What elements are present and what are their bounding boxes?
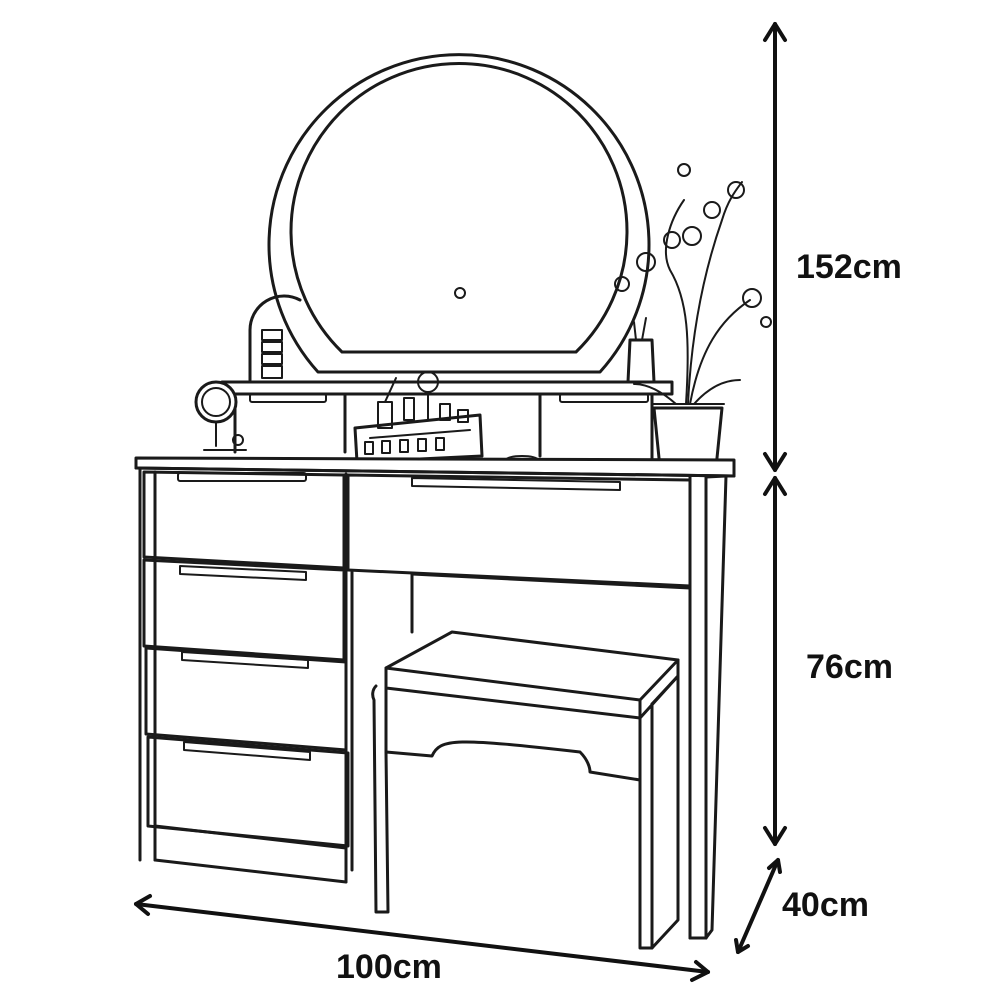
drawer-4-handle[interactable] [183,741,311,761]
stool [371,630,680,950]
arrow-head [767,858,782,874]
width-label: 100cm [336,948,442,986]
cosmetics-organizer [353,371,484,464]
arrow-head [134,894,152,916]
arrow-head [690,960,710,982]
orchid-plant [614,163,772,470]
center-drawer-handle[interactable] [411,477,621,491]
tabletop [134,456,736,478]
drawer-cabinet [138,466,350,884]
drawer-4[interactable] [146,735,350,848]
arrow-head [763,476,787,496]
stool-cushion [384,630,680,702]
back-panel-top [410,572,692,590]
arrow-head [734,938,750,954]
depth-arrow [736,858,780,954]
total-height-label: 152cm [796,248,902,286]
brush-cup [626,317,656,384]
right-leg-panel [688,474,728,940]
mirror [267,53,651,374]
drawer-3-handle[interactable] [181,651,309,669]
depth-label: 40cm [782,886,869,924]
touch-button-icon [454,287,466,299]
drawer-1-handle[interactable] [177,472,307,482]
arrow-head [763,452,787,472]
hutch-handle-right [559,393,649,403]
drawer-2[interactable] [142,558,346,662]
arrow-head [763,22,787,42]
dimension-arrows [134,22,787,982]
table-height-label: 76cm [806,648,893,686]
shelf-left [248,294,302,382]
drawer-1[interactable] [142,470,346,570]
makeup-mirror [194,380,247,451]
center-drawer[interactable] [346,473,692,588]
drawer-2-handle[interactable] [179,565,307,581]
hutch-handle-left [249,393,327,403]
arrow-head [763,826,787,846]
width-arrow [134,902,710,974]
